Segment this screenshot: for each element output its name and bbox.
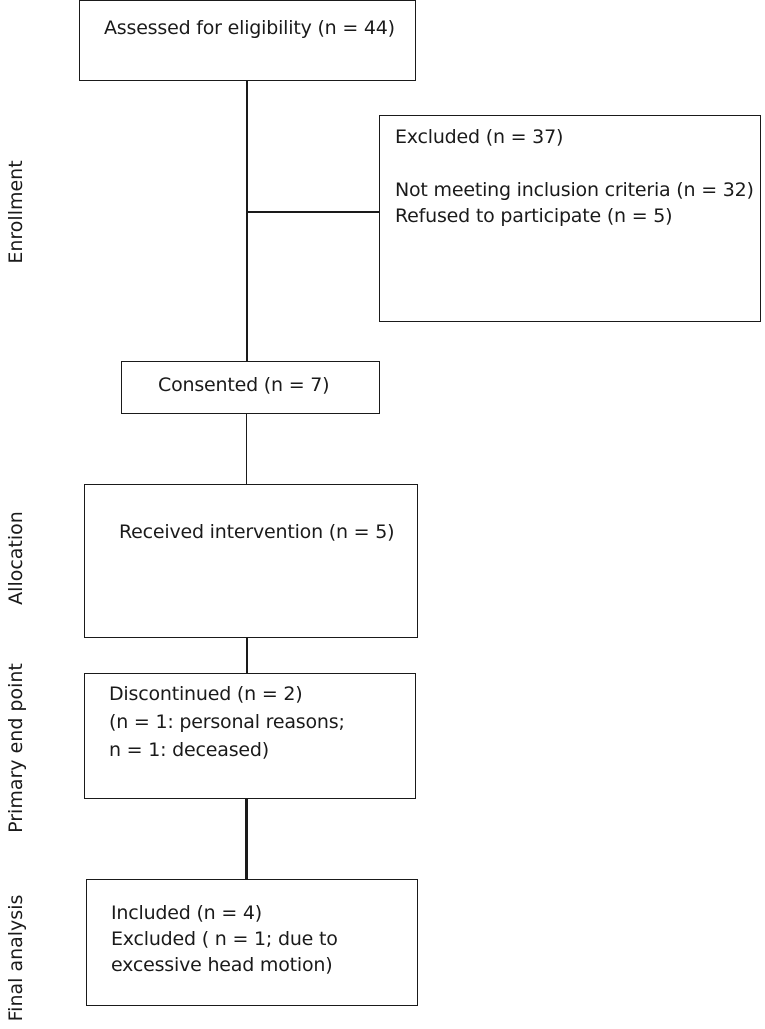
connector-discontinued-to-final	[245, 798, 248, 880]
final-line-excluded: Excluded ( n = 1; due to	[111, 928, 338, 950]
excluded-box: Excluded (n = 37) Not meeting inclusion …	[379, 115, 761, 322]
connector-assessed-to-consented	[246, 80, 248, 362]
excluded-title: Excluded (n = 37)	[395, 126, 564, 148]
final-line-included: Included (n = 4)	[111, 902, 263, 924]
received-box: Received intervention (n = 5)	[84, 484, 418, 638]
stage-label-enrollment: Enrollment	[5, 160, 27, 264]
final-analysis-box: Included (n = 4) Excluded ( n = 1; due t…	[86, 879, 418, 1006]
discontinued-line-2: (n = 1: personal reasons;	[109, 711, 345, 733]
consented-label: Consented (n = 7)	[158, 374, 330, 396]
stage-label-primary-end-point: Primary end point	[5, 663, 27, 833]
assessed-label: Assessed for eligibility (n = 44)	[104, 17, 395, 39]
discontinued-line-1: Discontinued (n = 2)	[109, 683, 303, 705]
excluded-reason-criteria: Not meeting inclusion criteria (n = 32)	[395, 179, 754, 201]
excluded-reason-refused: Refused to participate (n = 5)	[395, 205, 673, 227]
assessed-box: Assessed for eligibility (n = 44)	[79, 0, 416, 81]
final-line-reason: excessive head motion)	[111, 954, 333, 976]
stage-label-allocation: Allocation	[5, 511, 27, 605]
connector-to-excluded	[246, 211, 380, 213]
connector-received-to-discontinued	[246, 637, 248, 674]
discontinued-box: Discontinued (n = 2) (n = 1: personal re…	[84, 673, 416, 799]
discontinued-line-3: n = 1: deceased)	[109, 739, 269, 761]
consented-box: Consented (n = 7)	[121, 361, 380, 414]
stage-label-final-analysis: Final analysis	[5, 894, 27, 1022]
received-label: Received intervention (n = 5)	[119, 521, 395, 543]
connector-consented-to-received	[246, 413, 247, 485]
